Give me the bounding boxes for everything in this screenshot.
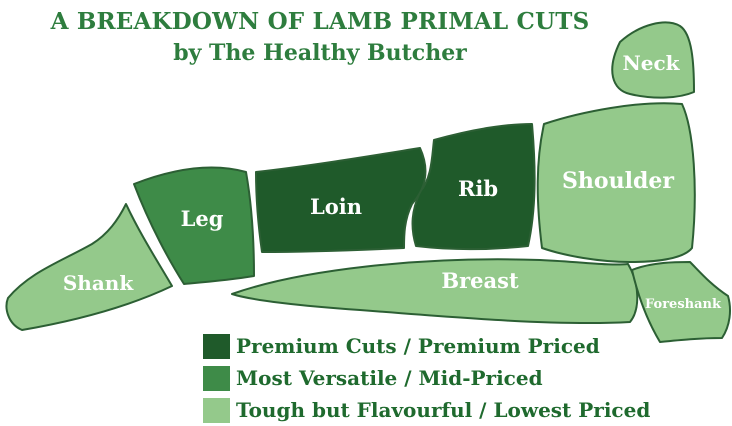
- legend-swatch-tough: [203, 398, 230, 423]
- cut-label-shoulder: Shoulder: [562, 168, 674, 194]
- legend-row-tough: Tough but Flavourful / Lowest Priced: [203, 394, 650, 426]
- legend-label-tough: Tough but Flavourful / Lowest Priced: [236, 398, 650, 422]
- cut-label-breast: Breast: [441, 268, 519, 293]
- cut-breast: [232, 259, 637, 323]
- cut-label-neck: Neck: [622, 51, 680, 75]
- cut-label-leg: Leg: [181, 206, 224, 231]
- legend-label-premium: Premium Cuts / Premium Priced: [236, 334, 600, 358]
- cut-label-loin: Loin: [310, 194, 362, 219]
- legend-row-versatile: Most Versatile / Mid-Priced: [203, 362, 650, 394]
- legend-swatch-versatile: [203, 366, 230, 391]
- cut-label-foreshank: Foreshank: [645, 297, 722, 312]
- cut-label-rib: Rib: [458, 176, 498, 201]
- legend: Premium Cuts / Premium Priced Most Versa…: [203, 330, 650, 426]
- legend-label-versatile: Most Versatile / Mid-Priced: [236, 366, 543, 390]
- legend-swatch-premium: [203, 334, 230, 359]
- cut-shank: [7, 204, 172, 330]
- legend-row-premium: Premium Cuts / Premium Priced: [203, 330, 650, 362]
- cut-label-shank: Shank: [63, 271, 134, 295]
